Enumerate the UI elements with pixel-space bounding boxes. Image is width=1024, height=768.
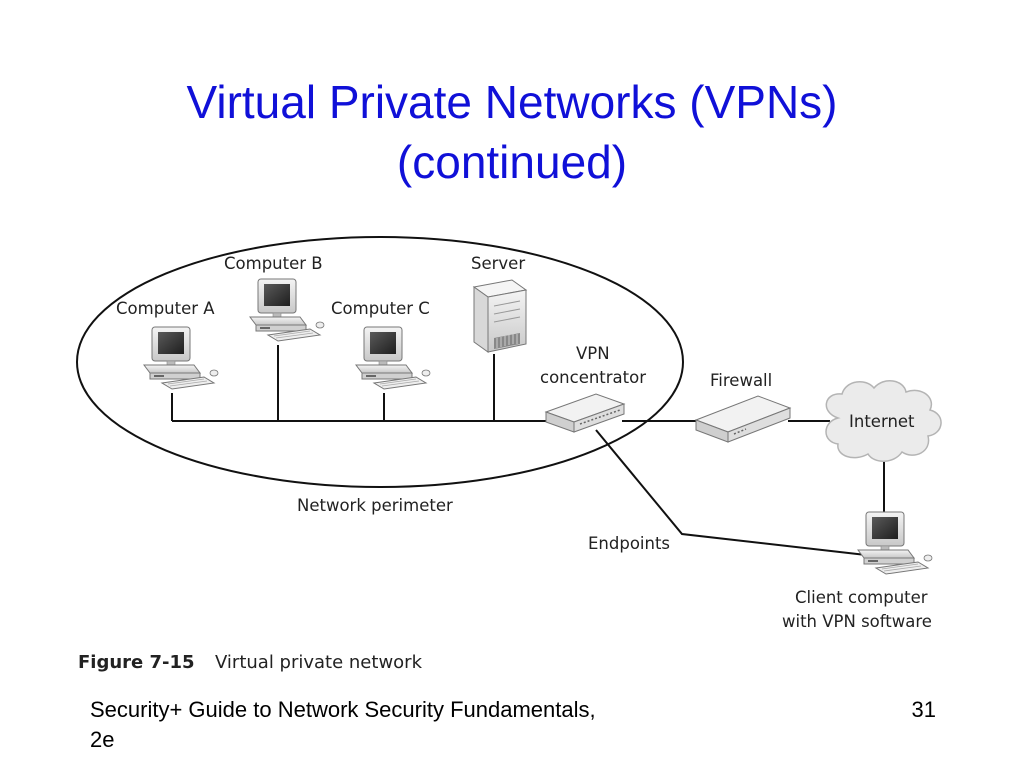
vpn-concentrator-icon	[544, 393, 626, 433]
computer-c-icon	[355, 326, 431, 390]
label-computer-c: Computer C	[331, 299, 430, 318]
network-perimeter-ellipse	[76, 236, 684, 488]
label-vpn-line-2: concentrator	[540, 368, 646, 387]
slide-title-line-2: (continued)	[396, 136, 628, 188]
figure-caption: Virtual private network	[215, 652, 422, 673]
slide-title-line-1: Virtual Private Networks (VPNs)	[186, 76, 838, 128]
footer-book-title: Security+ Guide to Network Security Fund…	[90, 697, 596, 752]
label-endpoints: Endpoints	[588, 534, 670, 553]
internet-cloud-icon	[825, 380, 942, 462]
computer-a-icon	[143, 326, 219, 390]
computer-b-icon	[249, 278, 325, 342]
label-server: Server	[471, 254, 525, 273]
label-network-perimeter: Network perimeter	[297, 496, 453, 515]
slide-title: Virtual Private Networks (VPNs) (continu…	[0, 72, 1024, 192]
label-internet: Internet	[849, 412, 915, 431]
footer-page-number: 31	[911, 697, 936, 722]
label-computer-b: Computer B	[224, 254, 323, 273]
label-computer-a: Computer A	[116, 299, 215, 318]
firewall-icon	[694, 395, 792, 443]
vpn-tunnel-line	[595, 429, 867, 556]
figure-number: Figure 7-15	[78, 652, 195, 673]
server-icon	[472, 279, 528, 353]
label-firewall: Firewall	[710, 371, 772, 390]
label-client-line-1: Client computer	[795, 588, 928, 607]
label-vpn-line-1: VPN	[576, 344, 610, 363]
label-client-line-2: with VPN software	[782, 612, 932, 631]
client-computer-icon	[857, 511, 933, 575]
